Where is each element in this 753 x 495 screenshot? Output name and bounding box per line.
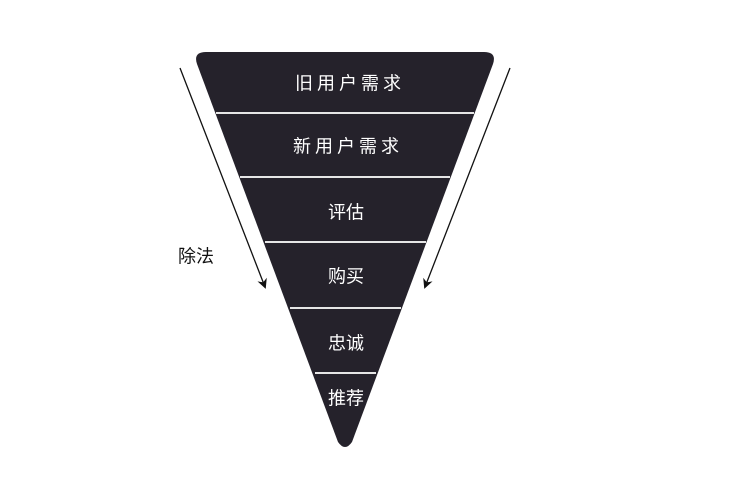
stage-label-old-user-needs: 旧用户需求: [295, 74, 405, 95]
funnel-shape: [196, 52, 494, 447]
stage-label-evaluate: 评估: [328, 203, 364, 224]
stage-label-new-user-needs: 新用户需求: [293, 137, 403, 158]
stage-label-recommend: 推荐: [328, 389, 364, 410]
left-down-arrow: [179, 67, 267, 289]
stage-label-purchase: 购买: [328, 267, 364, 288]
side-label-division: 除法: [178, 247, 214, 268]
right-down-arrow: [423, 67, 511, 289]
stage-label-loyalty: 忠诚: [328, 334, 364, 355]
